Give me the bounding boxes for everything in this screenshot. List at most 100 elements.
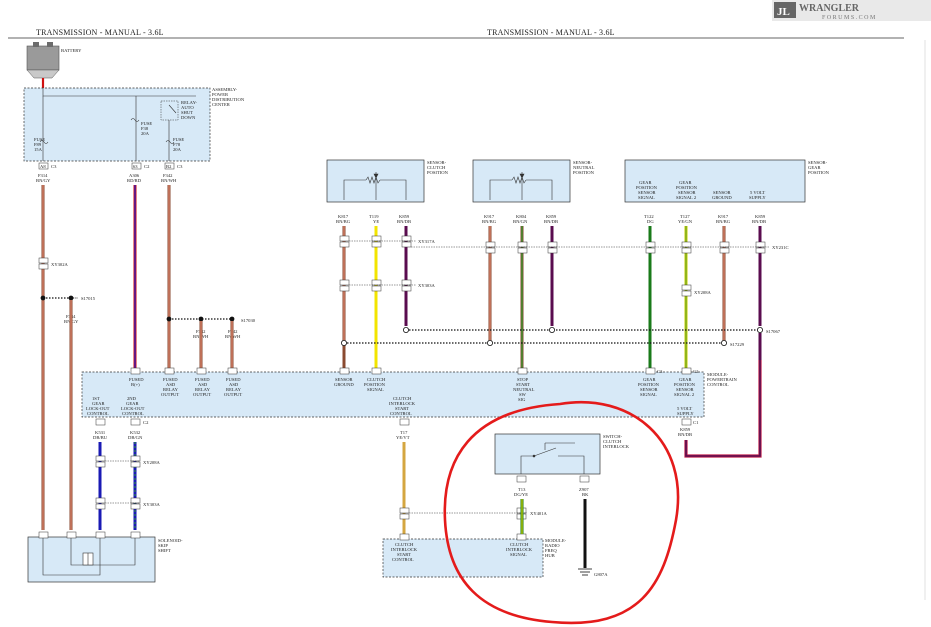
svg-text:INTERLOCK: INTERLOCK [391, 547, 418, 552]
svg-text:START: START [395, 406, 409, 411]
ground-icon [578, 568, 592, 576]
svg-text:FREQ: FREQ [545, 548, 557, 553]
svg-text:CONTROL: CONTROL [392, 557, 414, 562]
svg-text:C3: C3 [657, 369, 663, 374]
sensor-gear-box [624, 159, 806, 203]
splice-s17030-label: S17030 [241, 318, 256, 323]
svg-text:FUSED: FUSED [226, 377, 241, 382]
svg-text:BN/BG: BN/BG [482, 219, 497, 224]
battery-icon [26, 42, 60, 79]
pdc-label-1: ASSEMBLY- [212, 87, 238, 92]
svg-text:T17: T17 [400, 430, 408, 435]
svg-text:YE: YE [373, 219, 379, 224]
splice-s17030-b [198, 316, 204, 322]
svg-text:SIGNAL 2: SIGNAL 2 [674, 392, 695, 397]
svg-text:K917: K917 [484, 214, 495, 219]
svg-text:POSITION: POSITION [573, 170, 595, 175]
svg-text:SUPPLY: SUPPLY [749, 195, 766, 200]
svg-text:BK: BK [582, 492, 589, 497]
xy231c-label: XY231C [772, 245, 789, 250]
svg-text:GEAR: GEAR [92, 401, 105, 406]
battery-label: BATTERY [61, 48, 82, 53]
svg-text:DB/GN: DB/GN [128, 435, 143, 440]
svg-text:POWERTRAIN: POWERTRAIN [707, 377, 738, 382]
pcm-bottom-pins [95, 418, 692, 426]
svg-text:5 VOLT: 5 VOLT [677, 406, 692, 411]
svg-text:BN/WH: BN/WH [161, 178, 177, 183]
pin-63 [131, 162, 142, 170]
svg-text:SIGNAL: SIGNAL [510, 552, 527, 557]
svg-text:GEAR: GEAR [679, 180, 692, 185]
svg-text:SENSOR: SENSOR [335, 377, 354, 382]
svg-text:FUSED: FUSED [195, 377, 210, 382]
rfh-box [382, 538, 544, 578]
svg-text:GEAR: GEAR [643, 377, 656, 382]
svg-text:SIGNAL: SIGNAL [640, 392, 657, 397]
pdc-label-2: POWER [212, 92, 229, 97]
svg-text:POSITION: POSITION [808, 170, 830, 175]
svg-text:C1: C1 [693, 420, 699, 425]
solenoid-coil-icon [42, 538, 136, 576]
svg-text:FUSED: FUSED [129, 377, 144, 382]
svg-text:BN/DB: BN/DB [752, 219, 766, 224]
svg-text:B2: B2 [166, 164, 172, 169]
fuse-f89-icon [39, 140, 49, 144]
svg-text:MODULE-: MODULE- [707, 372, 729, 377]
pdc-box [23, 87, 211, 162]
svg-text:5 VOLT: 5 VOLT [750, 190, 765, 195]
fuse-f38-2: F38 [141, 126, 149, 131]
svg-text:SENSOR: SENSOR [676, 387, 695, 392]
fuse-f78-2: F78 [173, 142, 181, 147]
svg-text:63: 63 [133, 164, 138, 169]
svg-text:K859: K859 [680, 427, 691, 432]
svg-text:K859: K859 [546, 214, 557, 219]
fuse-f89-2: F89 [34, 142, 42, 147]
svg-text:DG: DG [647, 219, 654, 224]
svg-text:SIGNAL: SIGNAL [367, 387, 384, 392]
svg-text:HUB: HUB [545, 553, 555, 558]
fuse-f78-3: 20A [173, 147, 182, 152]
svg-text:K817: K817 [338, 214, 349, 219]
svg-text:POSITION: POSITION [676, 185, 698, 190]
xy303a-label: XY303A [418, 283, 436, 288]
svg-text:DB/BU: DB/BU [93, 435, 108, 440]
svg-text:SENSOR-: SENSOR- [573, 160, 593, 165]
svg-text:SENSOR: SENSOR [713, 190, 732, 195]
pdc-label-3: DISTRIBUTION [212, 97, 245, 102]
splice-node-1 [402, 326, 409, 333]
svg-text:STOP: STOP [517, 377, 529, 382]
svg-text:RELAY: RELAY [163, 387, 179, 392]
svg-text:CLUTCH: CLUTCH [427, 165, 446, 170]
fuse-f78-1: FUSE [173, 137, 184, 142]
fuse-f38-1: FUSE [141, 121, 152, 126]
svg-text:INTERLOCK: INTERLOCK [506, 547, 533, 552]
svg-text:INTERLOCK: INTERLOCK [603, 444, 630, 449]
svg-text:CONTROL: CONTROL [122, 411, 144, 416]
svg-text:ASD: ASD [229, 382, 239, 387]
xy302a-pin-b [38, 263, 49, 270]
header-title-left: TRANSMISSION - MANUAL - 3.6L [36, 28, 164, 37]
fuse-f89-1: FUSE [34, 137, 45, 142]
svg-text:SENSOR: SENSOR [640, 387, 659, 392]
svg-text:DG/YE: DG/YE [514, 492, 528, 497]
svg-text:JL: JL [777, 6, 790, 18]
xy302a-pin-a [38, 257, 49, 264]
svg-text:SIG: SIG [518, 397, 526, 402]
svg-text:GEAR: GEAR [808, 165, 821, 170]
svg-text:BN/GY: BN/GY [36, 178, 51, 183]
switch-icon [520, 442, 585, 474]
svg-text:RD/RD: RD/RD [127, 178, 142, 183]
svg-text:SIGNAL 2: SIGNAL 2 [676, 195, 697, 200]
xy208a-b-connector [95, 455, 141, 468]
pin-b2 [164, 162, 175, 170]
svg-text:FORUMS.COM: FORUMS.COM [822, 15, 877, 21]
svg-text:K532: K532 [130, 430, 141, 435]
relay-label-2: AUTO [181, 105, 194, 110]
svg-text:NEUTRAL: NEUTRAL [513, 387, 535, 392]
svg-text:GEAR: GEAR [639, 180, 652, 185]
svg-text:SWITCH-: SWITCH- [603, 434, 623, 439]
svg-text:T119: T119 [369, 214, 379, 219]
fuse-f38-icon [130, 118, 140, 122]
splice-node-4 [340, 339, 347, 346]
